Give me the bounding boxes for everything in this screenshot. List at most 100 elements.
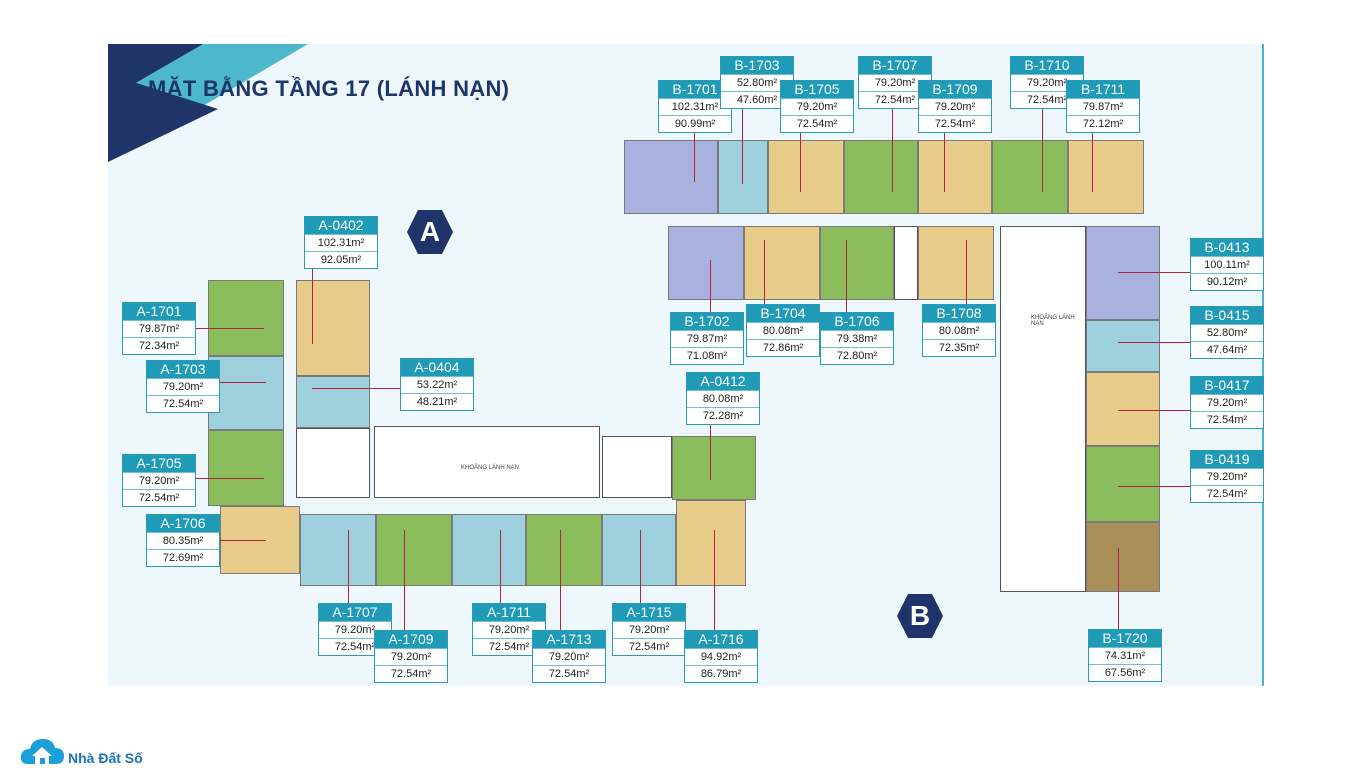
leader-b-1703 xyxy=(742,104,743,184)
unit-area-gross: 79.20m² xyxy=(613,621,685,638)
unit-code: B-0415 xyxy=(1191,307,1263,324)
unit-b-1720[interactable] xyxy=(1086,522,1160,592)
unit-b-1708[interactable] xyxy=(918,226,994,300)
unit-area-net: 72.54m² xyxy=(919,115,991,132)
unit-area-net: 72.80m² xyxy=(821,347,893,364)
unit-a-1707[interactable] xyxy=(300,514,376,586)
unit-b-1701[interactable] xyxy=(624,140,718,214)
leader-b-1709 xyxy=(944,132,945,192)
unit-area-net: 72.54m² xyxy=(1191,411,1263,428)
unit-b-1705[interactable] xyxy=(768,140,844,214)
leader-a-1707 xyxy=(348,530,349,604)
unit-area-gross: 79.20m² xyxy=(859,74,931,91)
unit-b-0417[interactable] xyxy=(1086,372,1160,446)
unit-a-0404[interactable] xyxy=(296,376,370,428)
unit-b-1704[interactable] xyxy=(744,226,820,300)
unit-code: B-0419 xyxy=(1191,451,1263,468)
unit-area-net: 72.54m² xyxy=(1011,91,1083,108)
unit-area-net: 72.54m² xyxy=(319,638,391,655)
unit-b-1706[interactable] xyxy=(820,226,894,300)
refuge-area-b: KHOẢNG LÁNH NẠN xyxy=(1000,226,1086,592)
unit-code: A-0404 xyxy=(401,359,473,376)
unit-a-1709[interactable] xyxy=(376,514,452,586)
unit-code: B-1707 xyxy=(859,57,931,74)
unit-a-1711[interactable] xyxy=(452,514,526,586)
unit-area-net: 47.64m² xyxy=(1191,341,1263,358)
unit-b-1707[interactable] xyxy=(844,140,918,214)
unit-a-1701[interactable] xyxy=(208,280,284,356)
leader-b-1720 xyxy=(1118,548,1119,630)
unit-a-1703[interactable] xyxy=(208,356,284,430)
leader-b-1707 xyxy=(892,108,893,192)
unit-area-net: 72.54m² xyxy=(473,638,545,655)
leader-b-1708 xyxy=(966,240,967,304)
unit-b-1702[interactable] xyxy=(668,226,744,300)
unit-a-1713[interactable] xyxy=(526,514,602,586)
unit-area-gross: 80.08m² xyxy=(747,322,819,339)
leader-b-1705 xyxy=(800,132,801,192)
unit-area-gross: 52.80m² xyxy=(1191,324,1263,341)
leader-b-1702 xyxy=(710,260,711,312)
unit-a-0412[interactable] xyxy=(672,436,756,500)
unit-area-gross: 100.11m² xyxy=(1191,256,1263,273)
tower-b-stair xyxy=(894,226,918,300)
leader-b-0415 xyxy=(1118,342,1190,343)
unit-b-1711[interactable] xyxy=(1068,140,1144,214)
leader-a-1706 xyxy=(200,540,266,541)
unit-b-0415[interactable] xyxy=(1086,320,1160,372)
leader-a-1711 xyxy=(500,530,501,604)
unit-area-gross: 79.20m² xyxy=(1191,468,1263,485)
unit-area-gross: 80.08m² xyxy=(923,322,995,339)
unit-b-0419[interactable] xyxy=(1086,446,1160,522)
unit-area-net: 72.12m² xyxy=(1067,115,1139,132)
unit-b-1709[interactable] xyxy=(918,140,992,214)
leader-a-1716 xyxy=(714,530,715,630)
unit-code: B-1704 xyxy=(747,305,819,322)
unit-area-gross: 79.87m² xyxy=(671,330,743,347)
unit-a-1716[interactable] xyxy=(676,500,746,586)
unit-code: B-1708 xyxy=(923,305,995,322)
tower-a-core-2 xyxy=(602,436,672,498)
unit-b-1710[interactable] xyxy=(992,140,1068,214)
unit-b-0413[interactable] xyxy=(1086,226,1160,320)
unit-area-gross: 79.20m² xyxy=(1191,394,1263,411)
unit-area-net: 72.54m² xyxy=(375,665,447,682)
unit-area-gross: 74.31m² xyxy=(1089,647,1161,664)
leader-b-1701 xyxy=(694,132,695,182)
unit-a-0402[interactable] xyxy=(296,280,370,376)
leader-a-0412 xyxy=(710,420,711,480)
unit-b-1703[interactable] xyxy=(718,140,768,214)
tower-b-badge: B xyxy=(896,592,944,640)
leader-a-1709 xyxy=(404,530,405,630)
unit-code: B-1702 xyxy=(671,313,743,330)
unit-a-1715[interactable] xyxy=(602,514,676,586)
unit-a-1705[interactable] xyxy=(208,430,284,506)
leader-b-1711 xyxy=(1092,132,1093,192)
